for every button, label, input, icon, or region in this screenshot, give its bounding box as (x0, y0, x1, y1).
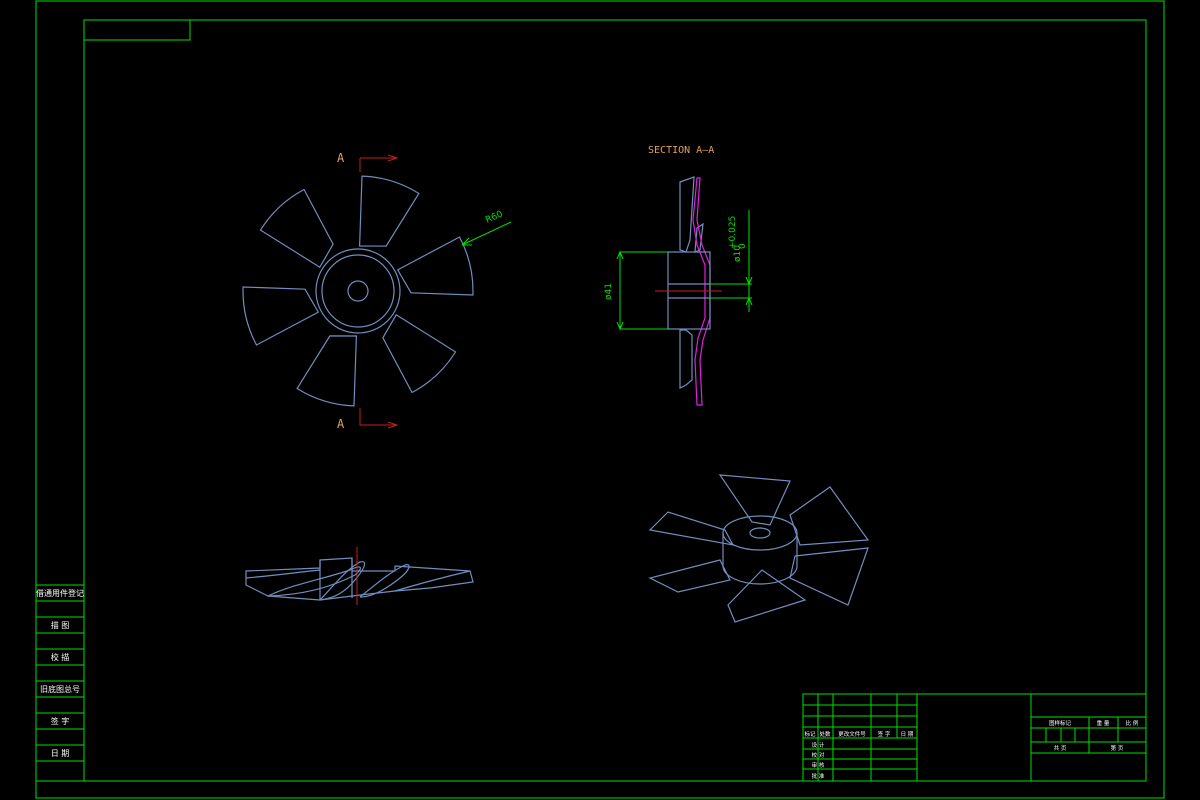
tb-right-2: 比 例 (1126, 719, 1139, 727)
radius-label: R60 (484, 209, 504, 225)
tb-change-4: 日 期 (901, 731, 914, 738)
fan-blade (296, 335, 358, 407)
fan-blade (242, 286, 320, 346)
radius-leader (461, 221, 512, 246)
section-title: SECTION A—A (648, 145, 714, 156)
fan-blade (382, 313, 457, 394)
diameter-label: ø41 (604, 283, 614, 300)
section-line-bottom (359, 408, 399, 429)
section-mark-top: A (337, 151, 345, 165)
fan-blade (259, 188, 334, 269)
tb-change-3: 签 字 (878, 730, 891, 738)
tb-right-1: 重 量 (1097, 719, 1110, 727)
side-row-1: 描 图 (51, 620, 70, 630)
hole-tol-lower: 0 (738, 243, 748, 249)
tb-role-1: 校 对 (812, 751, 825, 759)
section-mark-bottom: A (337, 417, 345, 431)
title-block: 标记 处数 更改文件号 签 字 日 期 设 计 校 对 审 核 批 准 图样标记… (802, 693, 1147, 782)
hole-label: ø10 (733, 245, 743, 262)
side-view (245, 547, 474, 605)
side-table: 借通用件登记 描 图 校 描 旧底图总号 签 字 日 期 (35, 584, 85, 782)
outer-border (35, 0, 1165, 799)
tb-change-1: 处数 (819, 730, 831, 738)
front-blades (242, 175, 474, 407)
tb-role-2: 审 核 (812, 761, 825, 769)
tb-right-0: 图样标记 (1049, 719, 1072, 727)
hole-tol-upper: +0.025 (728, 216, 738, 249)
fan-blade (396, 236, 474, 296)
corner-tab (83, 19, 191, 41)
inner-border (83, 19, 1147, 782)
tb-role-3: 批 准 (812, 772, 825, 780)
side-row-2: 校 描 (51, 652, 70, 662)
section-line-top (359, 154, 399, 172)
tb-change-0: 标记 (804, 730, 816, 738)
side-row-5: 日 期 (51, 749, 70, 758)
side-row-0: 借通用件登记 (36, 588, 84, 598)
tb-sheet-total: 共 页 (1054, 744, 1067, 752)
section-view: SECTION A—A ø41 ø10 +0.025 0 (604, 145, 753, 406)
tb-change-2: 更改文件号 (838, 730, 866, 738)
front-view: A A R60 (242, 151, 512, 431)
tb-role-0: 设 计 (812, 741, 825, 749)
tb-sheet-num: 第 页 (1111, 744, 1124, 752)
side-row-4: 签 字 (51, 716, 70, 726)
iso-view (648, 474, 870, 623)
fan-blade (358, 175, 420, 247)
side-row-3: 旧底图总号 (40, 684, 80, 694)
